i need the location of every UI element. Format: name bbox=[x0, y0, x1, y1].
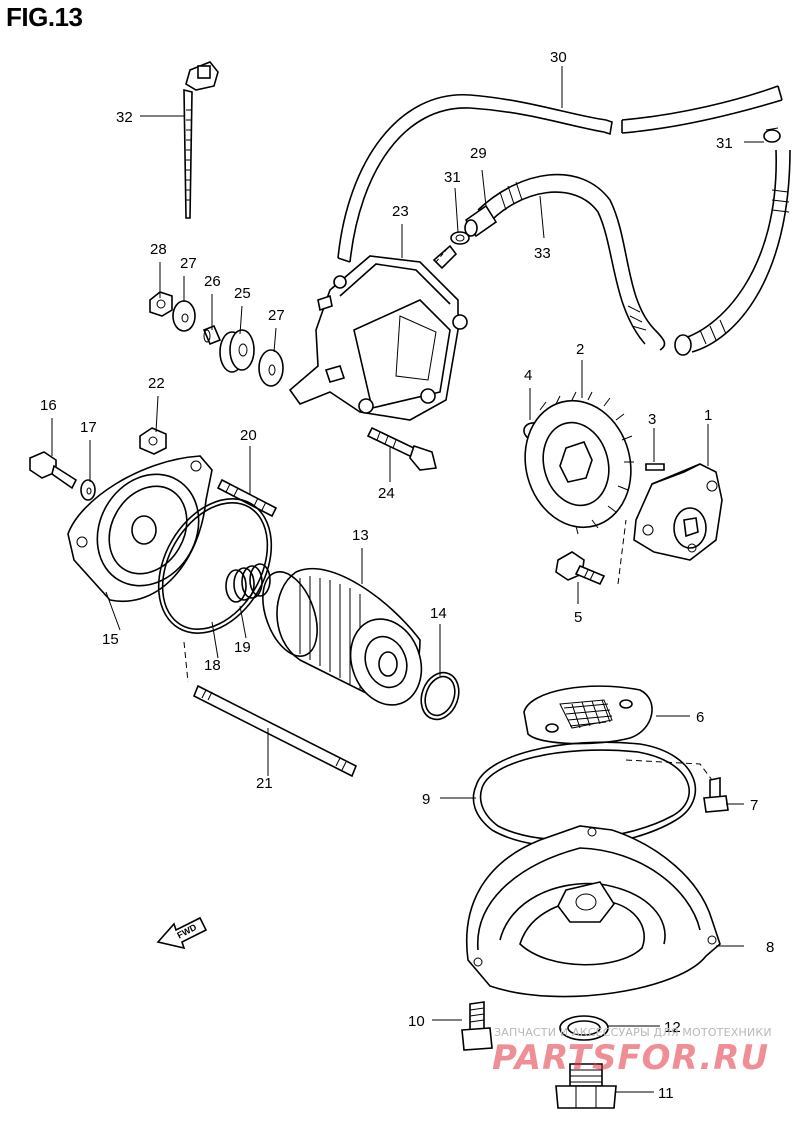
callout-16: 16 bbox=[40, 397, 57, 414]
part-31-hose-clip-a bbox=[450, 231, 470, 245]
part-30-fuel-hose bbox=[337, 85, 783, 263]
part-14-o-ring bbox=[420, 671, 460, 721]
callout-18: 18 bbox=[204, 657, 221, 674]
part-20-stud bbox=[216, 478, 278, 518]
callout-14: 14 bbox=[430, 605, 447, 622]
part-27-washer-a bbox=[172, 300, 196, 332]
callout-10: 10 bbox=[408, 1013, 425, 1030]
part-19-spring bbox=[225, 563, 271, 603]
figure-title: FIG.13 bbox=[6, 2, 83, 32]
callout-27-right: 27 bbox=[268, 307, 285, 324]
part-27-washer-b bbox=[258, 349, 284, 387]
part-5-bolt bbox=[555, 551, 606, 586]
callout-26: 26 bbox=[204, 273, 221, 290]
part-17-washer bbox=[80, 479, 96, 501]
part-24-bolt bbox=[366, 426, 437, 471]
part-32-cable-tie bbox=[183, 61, 219, 219]
callout-32: 32 bbox=[116, 109, 133, 126]
callout-27-left: 27 bbox=[180, 255, 197, 272]
part-12-gasket bbox=[559, 1015, 609, 1041]
part-6-oil-strainer bbox=[523, 685, 653, 745]
callout-33: 33 bbox=[534, 245, 551, 262]
callout-1: 1 bbox=[704, 407, 712, 424]
part-18-o-ring bbox=[157, 498, 273, 634]
callout-11: 11 bbox=[658, 1085, 674, 1102]
callout-31-left: 31 bbox=[444, 169, 461, 186]
fwd-direction-arrow: FWD bbox=[156, 916, 208, 950]
callout-23: 23 bbox=[392, 203, 409, 220]
part-23-fuel-pump bbox=[288, 244, 468, 421]
part-11-drain-plug bbox=[555, 1063, 617, 1109]
part-22-nut bbox=[139, 427, 167, 455]
part-29-hose-fitting bbox=[464, 204, 498, 238]
callout-4: 4 bbox=[524, 367, 532, 384]
part-33-fuel-hose bbox=[477, 149, 791, 356]
callout-28: 28 bbox=[150, 241, 167, 258]
callout-17: 17 bbox=[80, 419, 97, 436]
part-26-collar bbox=[202, 324, 222, 346]
callout-3: 3 bbox=[648, 411, 656, 428]
callout-12: 12 bbox=[664, 1019, 681, 1036]
callout-6: 6 bbox=[696, 709, 704, 726]
callout-22: 22 bbox=[148, 375, 165, 392]
callout-20: 20 bbox=[240, 427, 257, 444]
callout-7: 7 bbox=[750, 797, 758, 814]
part-31-hose-clip-b bbox=[763, 127, 781, 143]
leader-lines bbox=[51, 66, 764, 1093]
part-1-oil-pump bbox=[633, 463, 723, 561]
callout-30: 30 bbox=[550, 49, 567, 66]
callout-labels: 32 30 31 29 31 23 33 28 27 26 25 27 22 1… bbox=[40, 49, 774, 1102]
part-28-nut bbox=[149, 291, 173, 317]
callout-25: 25 bbox=[234, 285, 251, 302]
callout-21: 21 bbox=[256, 775, 273, 792]
part-2-oil-pump-gear bbox=[524, 391, 634, 535]
callout-15: 15 bbox=[102, 631, 119, 648]
part-16-bolt bbox=[29, 451, 78, 490]
callout-31-right: 31 bbox=[716, 135, 733, 152]
callout-24: 24 bbox=[378, 485, 395, 502]
part-21-stud bbox=[192, 684, 358, 778]
watermark-tagline: ЗАПЧАСТИ И АКСЕССУАРЫ ДЛЯ МОТОТЕХНИКИ bbox=[494, 1026, 772, 1039]
part-25-grommet bbox=[219, 329, 255, 373]
part-15-filter-cover bbox=[67, 455, 213, 603]
callout-19: 19 bbox=[234, 639, 251, 656]
part-13-oil-filter bbox=[262, 567, 423, 706]
callout-13: 13 bbox=[352, 527, 369, 544]
part-7-bolt bbox=[703, 777, 729, 813]
part-9-oil-pan-gasket bbox=[472, 741, 697, 848]
callout-29: 29 bbox=[470, 145, 487, 162]
part-8-oil-pan bbox=[466, 825, 721, 998]
watermark-logo: PARTSFOR.RU bbox=[492, 1038, 770, 1078]
callout-9: 9 bbox=[422, 791, 430, 808]
callout-5: 5 bbox=[574, 609, 582, 626]
part-3-pin bbox=[645, 463, 665, 471]
callout-8: 8 bbox=[766, 939, 774, 956]
part-10-bolt bbox=[461, 1001, 493, 1051]
callout-2: 2 bbox=[576, 341, 584, 358]
